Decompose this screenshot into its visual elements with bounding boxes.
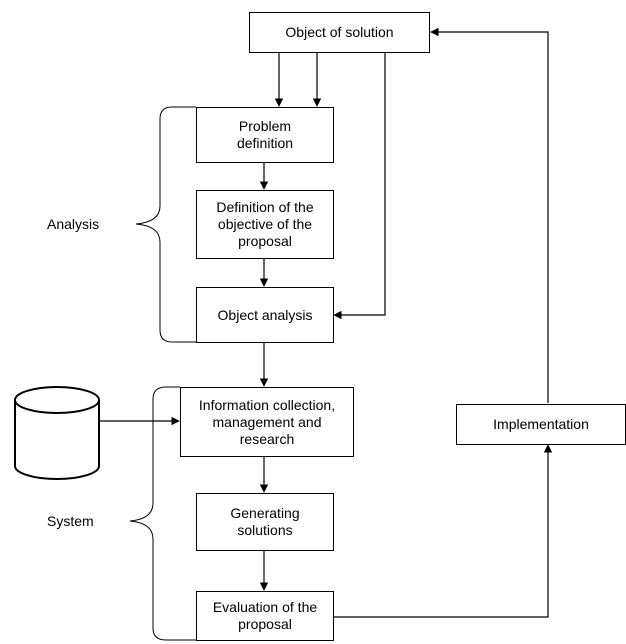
generating-solutions-box: Generating solutions [196,493,334,551]
system-label: System [47,513,94,529]
system-bracket [129,386,196,641]
object-analysis-box: Object analysis [196,287,334,343]
evaluation-proposal-box: Evaluation of the proposal [196,591,334,641]
information-collection-box: Information collection, management and r… [180,387,354,457]
analysis-bracket [135,106,196,343]
database-icon [14,386,100,480]
arrow-implementation-to-solution [430,27,549,403]
implementation-box: Implementation [456,404,626,445]
definition-objective-box: Definition of the objective of the propo… [196,190,334,259]
arrow-solution-to-object-analysis [333,53,386,320]
arrow-evaluation-to-implementation [334,444,553,618]
object-of-solution-box: Object of solution [249,12,430,53]
analysis-label: Analysis [47,216,100,232]
problem-definition-box: Problem definition [196,107,334,163]
